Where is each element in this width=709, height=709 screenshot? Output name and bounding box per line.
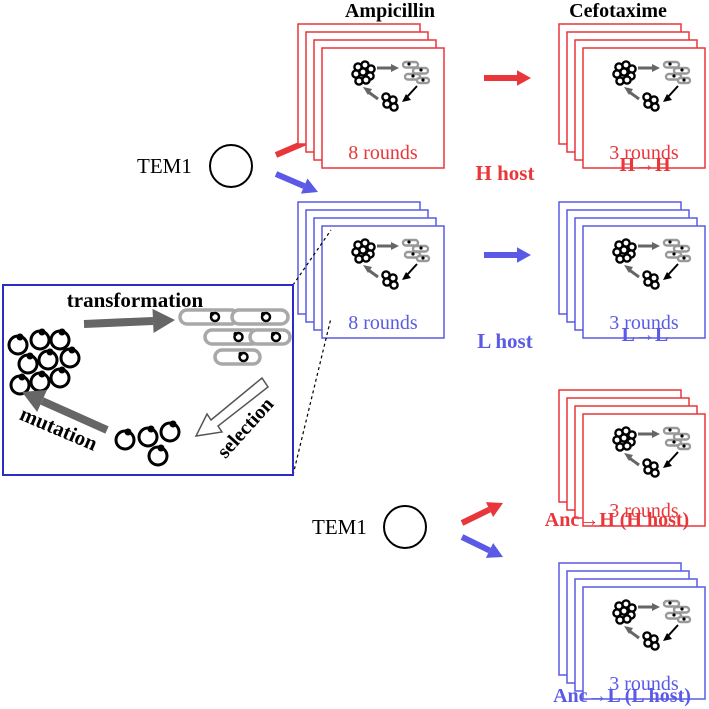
- selection-arrow: [194, 376, 270, 437]
- arrow-amp-to-cef-h: [484, 70, 531, 86]
- outcome-anc-to-h: Anc→H (H host): [545, 509, 689, 531]
- stack-cefotaxime-ll: 3 rounds: [558, 201, 706, 339]
- l-host-label: L host: [477, 329, 532, 353]
- h-host-label: H host: [476, 161, 535, 185]
- outcome-h-to-h: H→H: [619, 154, 671, 176]
- cell-cluster-icon: [7, 328, 81, 396]
- tem1-plasmid-icon: [209, 144, 253, 188]
- zoom-line-top: [292, 229, 332, 286]
- arrow-to-l-host: [274, 171, 318, 194]
- outcome-l-to-l: L→L: [622, 324, 669, 346]
- stack-cefotaxime-anc-l: 3 rounds: [558, 562, 706, 700]
- rounds-label: 8 rounds: [348, 142, 418, 164]
- stack-cefotaxime-hh: 3 rounds: [558, 23, 706, 169]
- arrow-amp-to-cef-l: [484, 247, 531, 263]
- tem1-label-bottom: TEM1: [312, 515, 367, 539]
- rounds-label: 3 rounds: [609, 673, 679, 695]
- transformation-label: transformation: [67, 288, 204, 312]
- stack-ampicillin-h: 8 rounds: [297, 23, 445, 169]
- transformed-cells-icon: [178, 308, 292, 366]
- rounds-label: 3 rounds: [609, 500, 679, 522]
- header-ampicillin: Ampicillin: [345, 0, 435, 22]
- stack-cefotaxime-anc-h: 3 rounds: [558, 389, 706, 527]
- arrow-to-anc-l: [460, 534, 503, 558]
- tem1-label-top: TEM1: [137, 154, 192, 178]
- arrow-to-anc-h: [460, 502, 503, 526]
- outcome-anc-to-l: Anc→L (L host): [553, 685, 691, 707]
- rounds-label: 3 rounds: [609, 142, 679, 164]
- header-cefotaxime: Cefotaxime: [569, 0, 667, 22]
- zoom-line-bottom: [292, 317, 332, 476]
- transformation-arrow: [83, 308, 175, 334]
- selected-cells-icon: [114, 420, 181, 467]
- stack-ampicillin-l: 8 rounds: [297, 201, 445, 339]
- rounds-label: 3 rounds: [609, 312, 679, 334]
- mutation-arrow: [22, 389, 109, 434]
- rounds-label: 8 rounds: [348, 312, 418, 334]
- tem1-plasmid-icon-bottom: [383, 505, 427, 549]
